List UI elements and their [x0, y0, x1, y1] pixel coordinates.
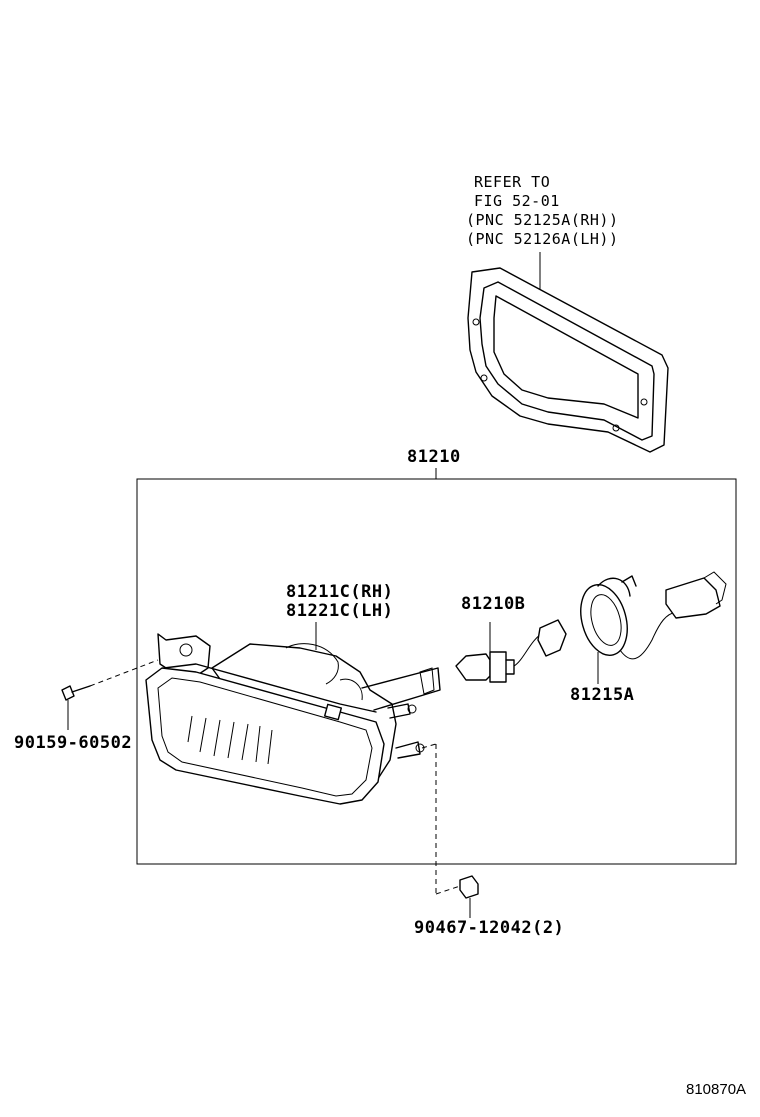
- part-label-screw: 90159-60502: [14, 733, 133, 753]
- part-label-bulb: 81210B: [461, 594, 526, 614]
- socket: [580, 571, 727, 684]
- part-label-assembly: 81210: [407, 447, 461, 467]
- refer-line-1: REFER TO: [474, 173, 551, 191]
- assembly-box: [136, 478, 737, 865]
- refer-line-4: (PNC 52126A(LH)): [466, 230, 619, 248]
- screw: [61, 659, 159, 730]
- refer-line-2: FIG 52-01: [474, 192, 560, 210]
- part-label-socket: 81215A: [570, 685, 635, 705]
- clip-nut: [421, 743, 479, 918]
- bracket-frame: [467, 252, 669, 453]
- part-label-nut: 90467-12042(2): [414, 918, 565, 938]
- refer-line-3: (PNC 52125A(RH)): [466, 211, 619, 229]
- part-label-lamp-lh: 81221C(LH): [286, 601, 394, 621]
- part-label-lamp-rh: 81211C(RH): [286, 582, 394, 602]
- figure-id: 810870A: [686, 1081, 747, 1098]
- fog-lamp: [145, 633, 441, 805]
- bulb: [455, 619, 567, 683]
